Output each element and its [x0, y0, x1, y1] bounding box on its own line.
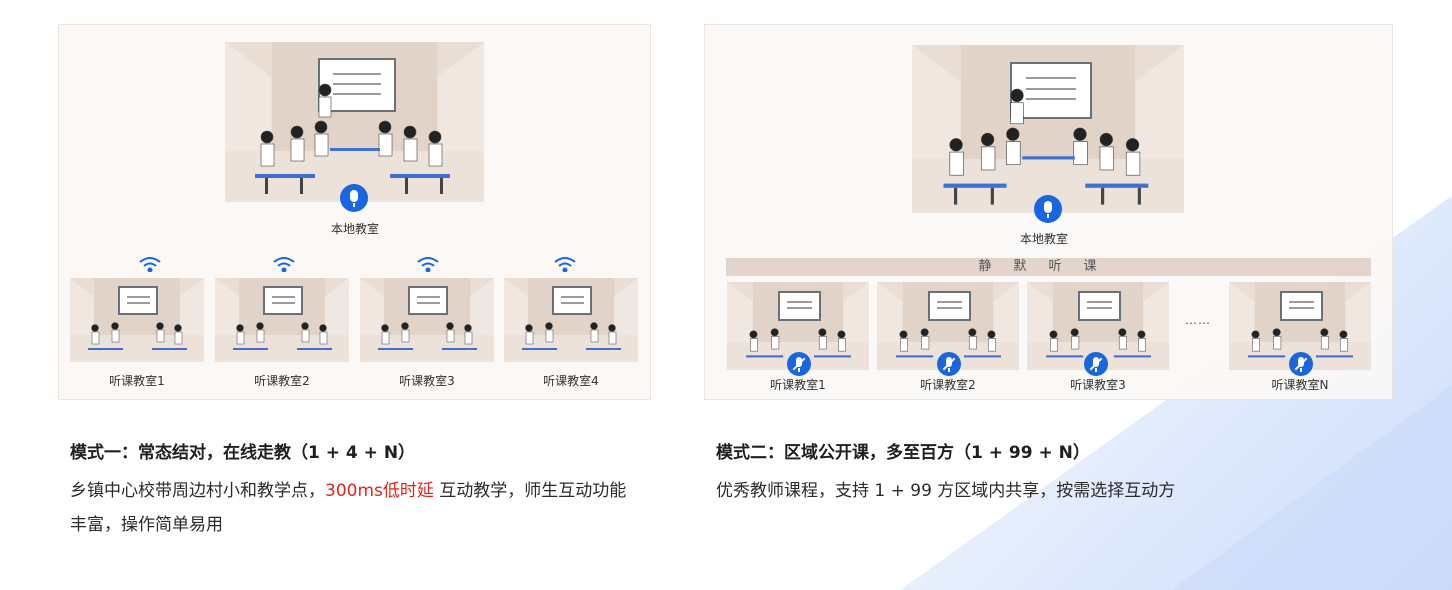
microphone-muted-icon — [937, 352, 961, 376]
microphone-icon — [1034, 195, 1062, 223]
local-classroom-label: 本地教室 — [330, 222, 379, 236]
wifi-signal-icon — [273, 257, 295, 272]
silent-listen-bar: 静默听课 — [726, 258, 1371, 276]
remote-classroom-image — [504, 278, 638, 362]
desc-text: 乡镇中心校带周边村小和教学点， — [70, 481, 325, 501]
mode1-description: 乡镇中心校带周边村小和教学点，300ms低时延 互动教学，师生互动功能丰富，操作… — [70, 474, 640, 542]
remote-classroom-label: 听课教室2 — [920, 378, 976, 392]
microphone-muted-icon — [1084, 352, 1108, 376]
local-classroom-label: 本地教室 — [1019, 232, 1068, 246]
latency-highlight: 300ms低时延 — [325, 481, 434, 501]
local-classroom-image — [225, 42, 484, 202]
desc-text: 互动教学，师生互动功能丰富，操作简单易用 — [70, 481, 627, 535]
remote-classroom-label: 听课教室N — [1271, 378, 1329, 392]
mode1-title: 模式一：常态结对，在线走教（1 + 4 + N） — [70, 443, 416, 463]
remote-classroom-label: 听课教室2 — [254, 374, 310, 388]
remote-classroom-image — [877, 282, 1019, 370]
wifi-signal-icon — [554, 257, 576, 272]
remote-classroom-label: 听课教室4 — [543, 374, 599, 388]
remote-classroom-label: 听课教室3 — [399, 374, 455, 388]
remote-classroom-image — [360, 278, 494, 362]
remote-classroom-image — [70, 278, 204, 362]
more-classrooms-ellipsis: …… — [1185, 313, 1211, 327]
microphone-icon — [340, 184, 368, 212]
wifi-signal-icon — [139, 257, 161, 272]
remote-classroom-image — [1229, 282, 1371, 370]
remote-classroom-label: 听课教室1 — [109, 374, 165, 388]
microphone-muted-icon — [787, 352, 811, 376]
remote-classroom-label: 听课教室3 — [1070, 378, 1126, 392]
remote-classroom-image — [215, 278, 349, 362]
microphone-muted-icon — [1289, 352, 1313, 376]
local-classroom-image — [912, 45, 1184, 213]
remote-classroom-label: 听课教室1 — [770, 378, 826, 392]
wifi-signal-icon — [417, 257, 439, 272]
mode2-description: 优秀教师课程，支持 1 + 99 方区域内共享，按需选择互动方 — [716, 481, 1176, 501]
mode2-title: 模式二：区域公开课，多至百方（1 + 99 + N） — [716, 443, 1090, 463]
